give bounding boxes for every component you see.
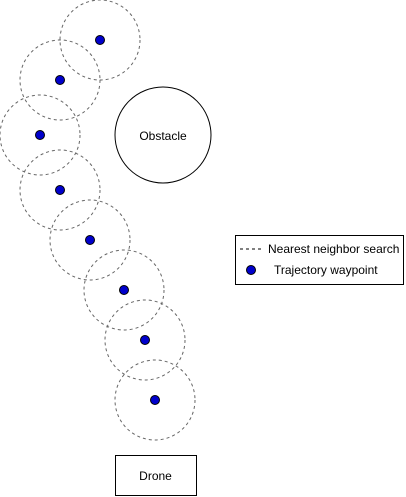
legend-search-label: Nearest neighbor search: [268, 242, 400, 256]
search-radius-circle: [19, 149, 101, 231]
drone-box: [115, 455, 197, 496]
legend-waypoint-icon: [246, 265, 256, 275]
waypoint-dot: [35, 130, 45, 140]
legend-box: [235, 235, 404, 285]
legend-waypoint-label: Trajectory waypoint: [274, 263, 378, 277]
search-radius-circle: [104, 299, 186, 381]
search-radius-circle: [49, 199, 131, 281]
waypoint-dot: [55, 185, 65, 195]
waypoints: [35, 35, 160, 405]
drone-label: Drone: [139, 469, 172, 483]
search-radius-circle: [19, 39, 101, 121]
legend: [235, 235, 404, 285]
waypoint-dot: [119, 285, 129, 295]
waypoint-dot: [150, 395, 160, 405]
obstacle-label: Obstacle: [139, 129, 187, 143]
obstacle-circle: [114, 86, 212, 184]
search-radius-circle: [114, 359, 196, 441]
waypoint-dot: [85, 235, 95, 245]
waypoint-dot: [55, 75, 65, 85]
waypoint-dot: [140, 335, 150, 345]
waypoint-dot: [95, 35, 105, 45]
search-radius-circle: [0, 94, 81, 176]
search-radius-circle: [83, 249, 165, 331]
search-circles: [0, 0, 196, 441]
